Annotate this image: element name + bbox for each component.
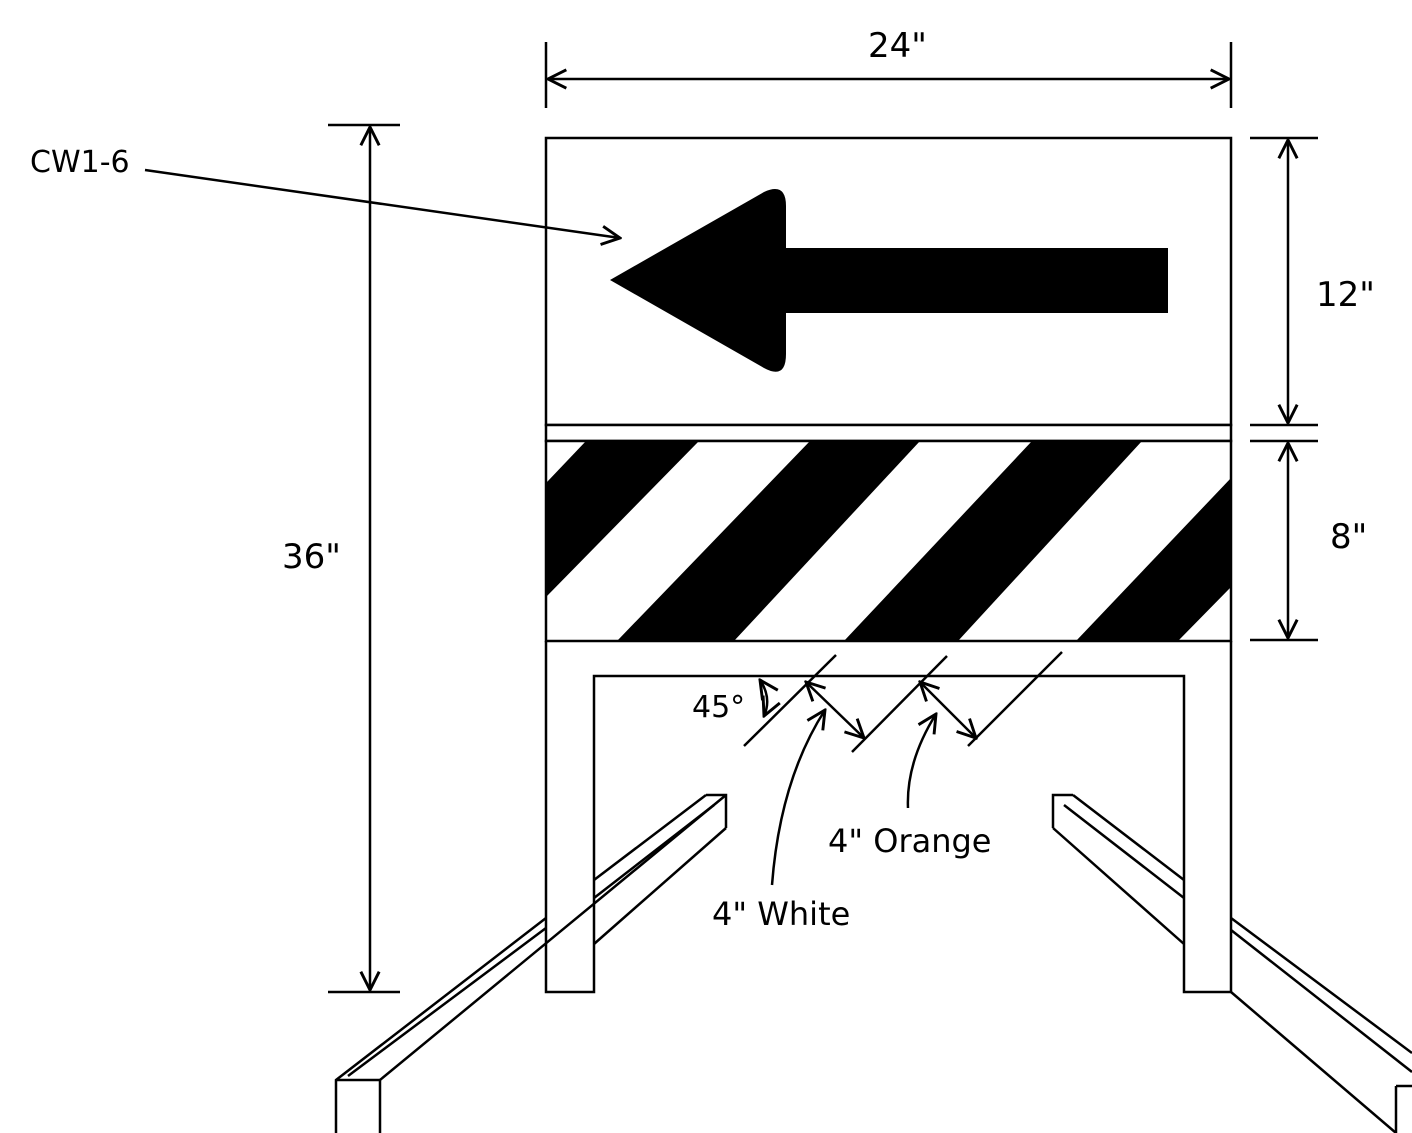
sign-height-label: 12": [1316, 275, 1375, 315]
barricade-frame: [544, 641, 1233, 994]
total-height-dimension: 36": [282, 123, 400, 994]
width-dimension: 24": [544, 26, 1233, 108]
left-arrow-icon: [610, 189, 1168, 372]
panel-height-dimension: 8": [1250, 439, 1367, 642]
sign-code-callout: CW1-6: [30, 145, 620, 238]
left-foot: [334, 793, 728, 1133]
stripe-orange-label: 4" Orange: [828, 822, 991, 860]
stripe-detail: [743, 651, 1063, 886]
width-label: 24": [868, 26, 927, 66]
total-height-label: 36": [282, 537, 341, 577]
panel-height-label: 8": [1330, 517, 1367, 557]
arrow-sign: [544, 136, 1233, 427]
stripe-white-label: 4" White: [712, 895, 850, 933]
sign-code-label: CW1-6: [30, 145, 130, 180]
right-foot: [1051, 793, 1412, 1133]
striped-panel: [544, 423, 1233, 643]
sign-height-dimension: 12": [1250, 136, 1375, 427]
angle-label: 45°: [692, 690, 745, 725]
